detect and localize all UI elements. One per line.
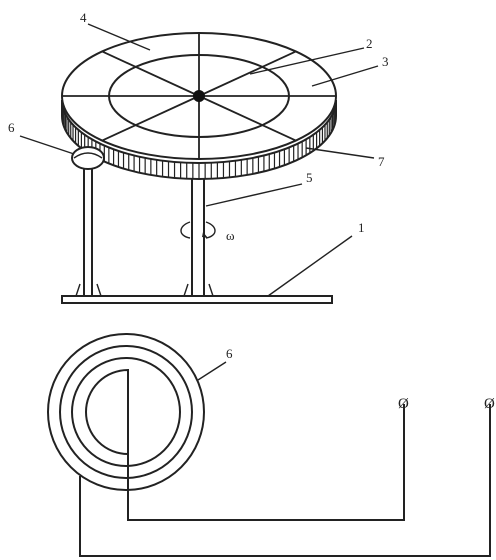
spoke-line <box>101 50 200 97</box>
spoke-line <box>198 50 297 97</box>
spoke-line <box>101 95 200 142</box>
label-outer-ring: 3 <box>382 54 389 69</box>
coil-support-post <box>75 168 102 297</box>
leader-lines <box>19 23 379 297</box>
label-base: 1 <box>358 220 365 235</box>
label-bottom-coil: 6 <box>226 346 233 361</box>
disk-top <box>61 32 337 160</box>
label-rim: 7 <box>378 154 385 169</box>
terminal-b[interactable]: Ø <box>484 396 495 412</box>
leader-bottom-coil <box>197 361 227 381</box>
omega-label: ω <box>226 228 235 243</box>
label-inner-ring: 2 <box>366 36 373 51</box>
label-shaft: 5 <box>306 170 313 185</box>
terminal-a[interactable]: Ø <box>398 396 409 412</box>
spoke-line <box>198 95 297 142</box>
top-coil <box>71 146 105 170</box>
label-top-coil: 6 <box>8 120 15 135</box>
base-plate <box>61 295 333 304</box>
central-shaft <box>183 176 214 297</box>
rotation-arrow <box>180 221 216 239</box>
label-spoke: 4 <box>80 10 87 25</box>
coil-circuit <box>47 333 491 557</box>
disk-center-hub <box>193 90 205 102</box>
disk-spokes <box>62 33 336 159</box>
